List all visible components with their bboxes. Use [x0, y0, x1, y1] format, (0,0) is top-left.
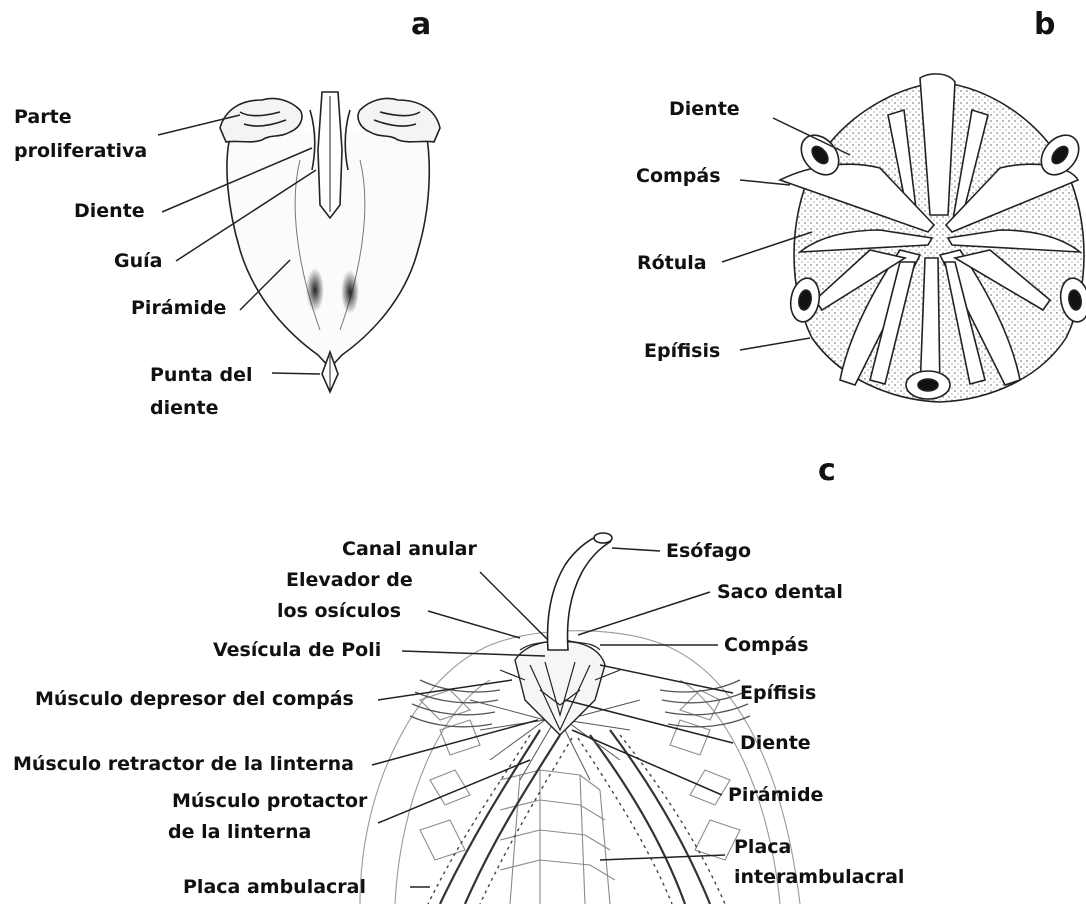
label-vesicula-de-poli: Vesícula de Poli — [213, 637, 381, 663]
label-placa-interambulacral-line2: interambulacral — [734, 864, 904, 890]
label-parte-proliferativa-line1: Parte — [14, 104, 72, 130]
label-epifisis-b: Epífisis — [644, 338, 720, 364]
label-diente-b: Diente — [669, 96, 740, 122]
label-piramide-a: Pirámide — [131, 295, 226, 321]
label-saco-dental: Saco dental — [717, 579, 843, 605]
label-guia: Guía — [114, 248, 162, 274]
label-compas-c: Compás — [724, 632, 809, 658]
label-rotula: Rótula — [637, 250, 707, 276]
label-epifisis-c: Epífisis — [740, 680, 816, 706]
label-elevador-line2: los osículos — [277, 598, 401, 624]
label-piramide-c: Pirámide — [728, 782, 823, 808]
panel-c-letter: c — [818, 454, 836, 488]
label-canal-anular: Canal anular — [342, 536, 477, 562]
label-parte-proliferativa-line2: proliferativa — [14, 138, 147, 164]
label-punta-line2: diente — [150, 395, 219, 421]
panel-b-drawing — [780, 74, 1086, 402]
label-musculo-retractor: Músculo retractor de la linterna — [13, 751, 354, 777]
label-musculo-depresor: Músculo depresor del compás — [35, 686, 354, 712]
label-musculo-protactor-line2: de la linterna — [168, 819, 311, 845]
panel-a-drawing — [220, 92, 440, 392]
label-elevador-line1: Elevador de — [286, 567, 413, 593]
label-esofago: Esófago — [666, 538, 751, 564]
label-placa-interambulacral-line1: Placa — [734, 834, 791, 860]
label-placa-ambulacral: Placa ambulacral — [183, 874, 366, 900]
panel-b-letter: b — [1034, 8, 1055, 42]
label-diente-a: Diente — [74, 198, 145, 224]
label-punta-line1: Punta del — [150, 362, 253, 388]
label-compas-b: Compás — [636, 163, 721, 189]
label-diente-c: Diente — [740, 730, 811, 756]
panel-a-letter: a — [411, 8, 431, 42]
label-musculo-protactor-line1: Músculo protactor — [172, 788, 367, 814]
